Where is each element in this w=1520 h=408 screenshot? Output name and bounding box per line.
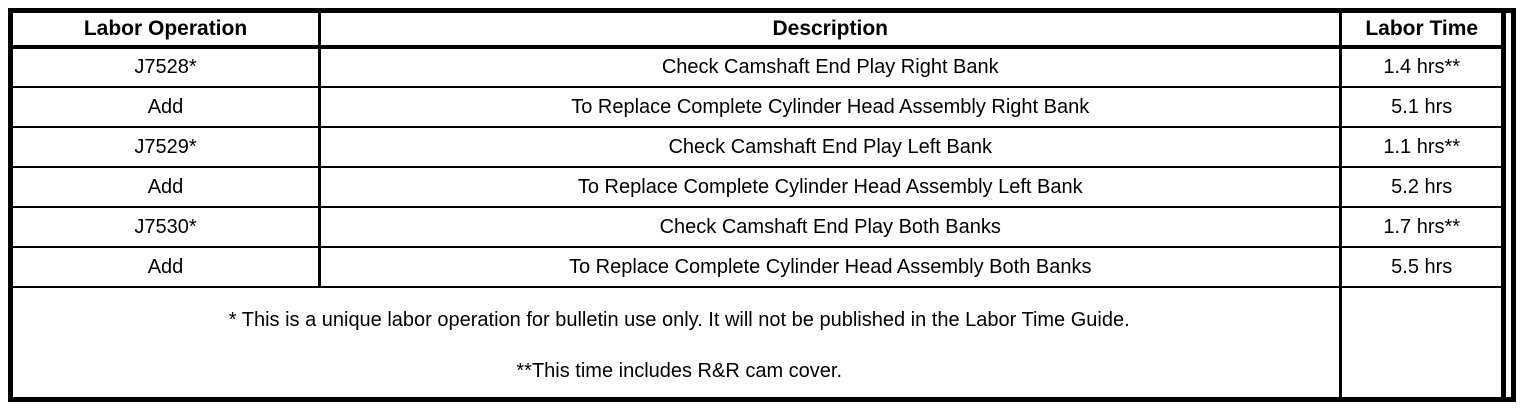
footnote-unique-operation: * This is a unique labor operation for b… xyxy=(228,308,1130,331)
footnotes-cell: * This is a unique labor operation for b… xyxy=(8,285,1343,401)
labor-operation-cell: J7528* xyxy=(8,45,322,88)
labor-time-cell: 5.1 hrs xyxy=(1339,85,1505,128)
table-row: J7529* Check Camshaft End Play Left Bank… xyxy=(8,125,1505,168)
column-header-labor-time: Labor Time xyxy=(1339,9,1505,49)
table-header-row: Labor Operation Description Labor Time xyxy=(8,9,1505,49)
labor-operation-cell: Add xyxy=(8,165,322,208)
description-cell: Check Camshaft End Play Both Banks xyxy=(318,205,1343,248)
labor-operation-cell: J7529* xyxy=(8,125,322,168)
table-row: J7530* Check Camshaft End Play Both Bank… xyxy=(8,205,1505,248)
labor-time-cell: 1.7 hrs** xyxy=(1339,205,1505,248)
description-cell: Check Camshaft End Play Right Bank xyxy=(318,45,1343,88)
description-cell: To Replace Complete Cylinder Head Assemb… xyxy=(318,165,1343,208)
labor-time-cell: 5.2 hrs xyxy=(1339,165,1505,208)
footnote-includes-cam-cover: **This time includes R&R cam cover. xyxy=(516,359,843,382)
description-cell: To Replace Complete Cylinder Head Assemb… xyxy=(318,245,1343,288)
table-row: Add To Replace Complete Cylinder Head As… xyxy=(8,85,1505,128)
table-row: J7528* Check Camshaft End Play Right Ban… xyxy=(8,45,1505,88)
labor-operation-cell: Add xyxy=(8,245,322,288)
footnote-row: * This is a unique labor operation for b… xyxy=(8,285,1505,401)
column-header-description: Description xyxy=(318,9,1343,49)
description-cell: Check Camshaft End Play Left Bank xyxy=(318,125,1343,168)
labor-time-cell: 1.4 hrs** xyxy=(1339,45,1505,88)
description-cell: To Replace Complete Cylinder Head Assemb… xyxy=(318,85,1343,128)
table-row: Add To Replace Complete Cylinder Head As… xyxy=(8,165,1505,208)
labor-operation-cell: J7530* xyxy=(8,205,322,248)
labor-operations-table: Labor Operation Description Labor Time J… xyxy=(8,8,1506,402)
table-row: Add To Replace Complete Cylinder Head As… xyxy=(8,245,1505,288)
column-header-labor-operation: Labor Operation xyxy=(8,9,322,49)
labor-time-cell: 5.5 hrs xyxy=(1339,245,1505,288)
labor-operation-cell: Add xyxy=(8,85,322,128)
labor-time-cell: 1.1 hrs** xyxy=(1339,125,1505,168)
labor-time-empty-cell xyxy=(1339,285,1505,401)
